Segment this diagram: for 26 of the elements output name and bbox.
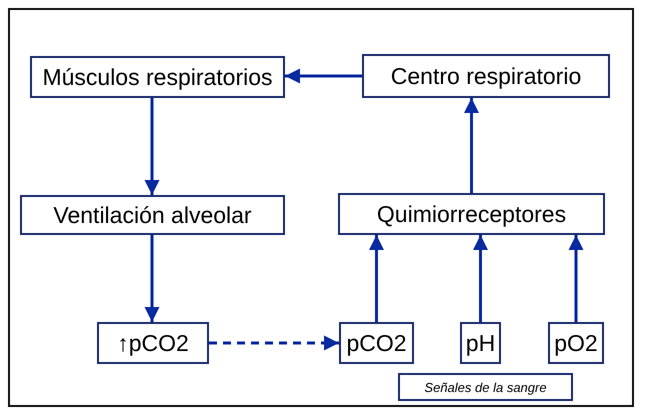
variable-box [548,322,604,364]
node-label: Señales de la sangre [424,380,547,394]
arrow [464,98,479,193]
arrow [568,235,584,322]
variable-box [97,322,209,364]
node-label: Centro respiratorio [390,62,582,90]
arrow [369,235,384,322]
process-box [20,195,285,235]
arrow [473,235,488,322]
node-label: ↑pCO2 [117,330,189,356]
process-box [338,193,605,235]
arrow [209,336,339,350]
node-label: pCO2 [346,330,407,356]
node-label: Músculos respiratorios [42,64,273,90]
node-label: pH [466,330,496,356]
variable-box [460,322,501,364]
arrow [144,235,160,322]
node-label: pO2 [554,330,598,356]
arrow [144,98,160,195]
process-box [30,56,285,98]
variable-box [339,322,414,364]
node-label: Quimiorreceptores [376,200,566,228]
arrow [285,68,362,84]
node-label: Ventilación alveolar [53,202,252,228]
note-box [398,373,573,401]
process-box [362,54,610,98]
